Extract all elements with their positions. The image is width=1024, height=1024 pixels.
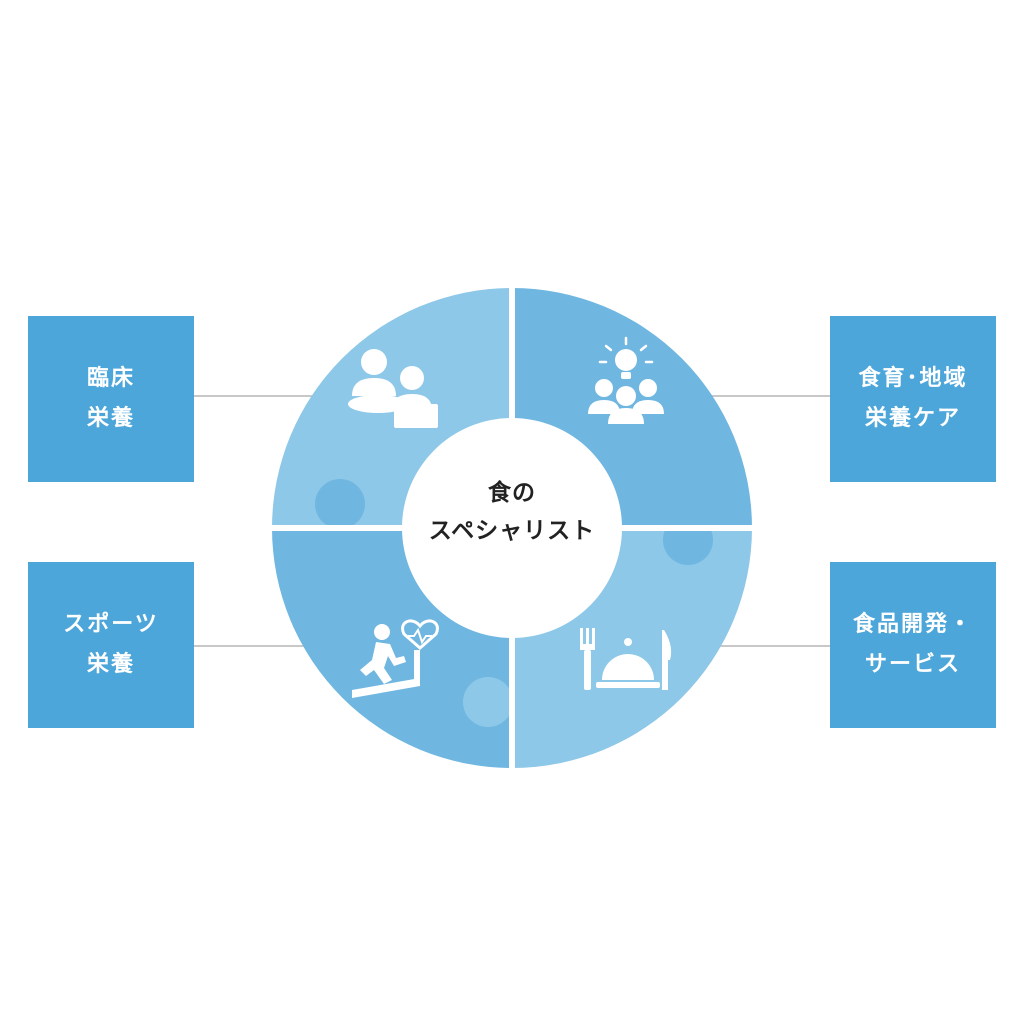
puzzle-piece-food-dev — [512, 528, 752, 768]
category-label-line2: 栄養ケア — [864, 406, 961, 431]
puzzle-tab-left — [315, 479, 365, 529]
category-label-line2: 栄養 — [86, 652, 135, 677]
center-title: 食の スペシャリスト — [412, 470, 612, 554]
puzzle-gaps — [268, 284, 756, 772]
puzzle-tab-bottom — [463, 677, 513, 727]
puzzle-tab-top — [511, 317, 561, 367]
category-box-community: 食育･地域 栄養ケア — [830, 316, 996, 482]
center-circle — [406, 422, 618, 634]
puzzle-piece-sports — [272, 528, 512, 768]
category-box-sports: スポーツ 栄養 — [28, 562, 194, 728]
puzzle-tab-right — [663, 515, 713, 565]
group-idea-icon — [588, 336, 664, 424]
consultation-icon — [348, 349, 438, 428]
category-label-line1: 臨床 — [86, 366, 135, 391]
category-label-line2: 栄養 — [86, 406, 135, 431]
category-box-food-dev: 食品開発・ サービス — [830, 562, 996, 728]
dining-cloche-icon — [580, 628, 672, 690]
category-label-line2: サービス — [864, 652, 961, 677]
category-label-line1: 食品開発・ — [852, 612, 973, 637]
category-label-line1: スポーツ — [63, 612, 159, 637]
treadmill-heart-icon — [352, 619, 439, 698]
center-title-line2: スペシャリスト — [428, 518, 596, 544]
puzzle-piece-community — [512, 288, 752, 528]
category-box-clinical: 臨床 栄養 — [28, 316, 194, 482]
center-title-line1: 食の — [488, 480, 536, 506]
category-label-line1: 食育･地域 — [858, 366, 968, 391]
